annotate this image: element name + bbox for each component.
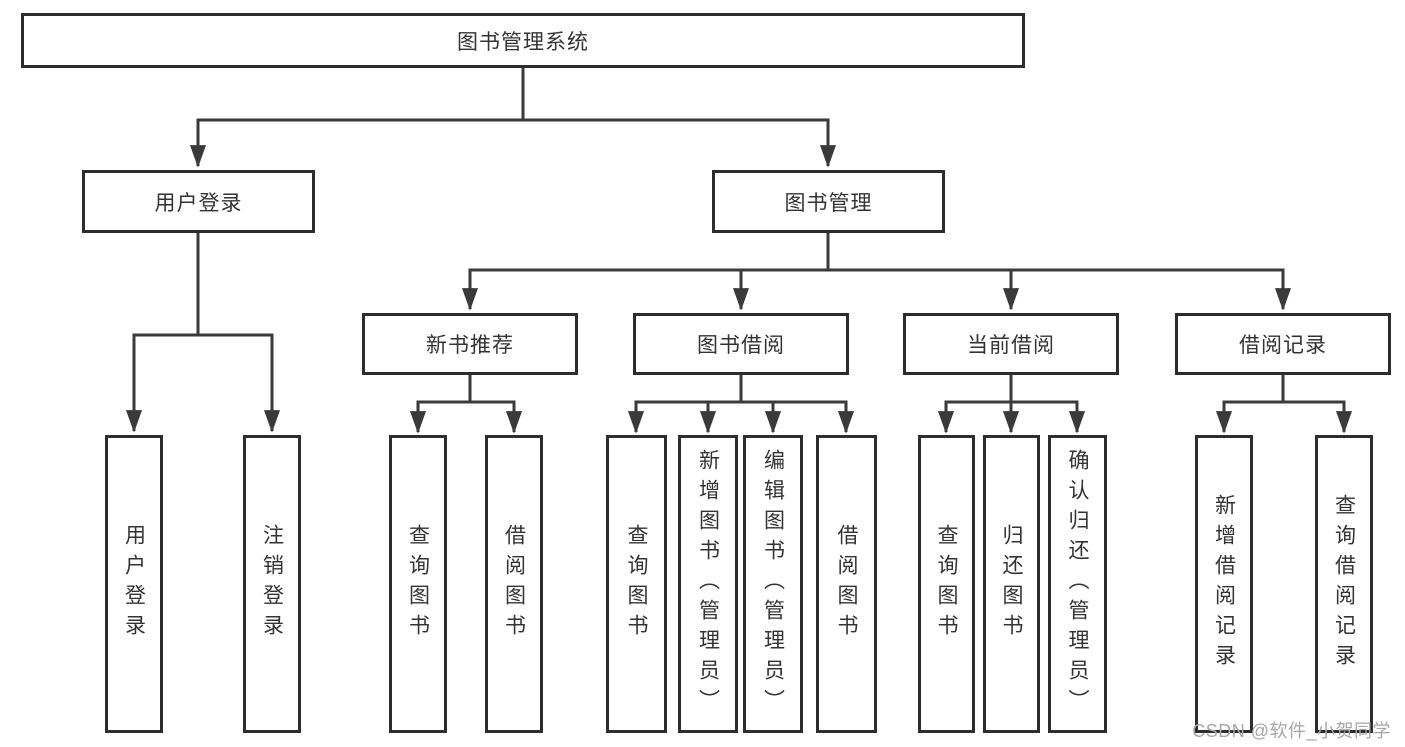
node-label: 归还图书 xyxy=(1000,524,1023,644)
node-label: 编辑图书（管理员） xyxy=(761,449,785,719)
node-label: 借阅图书 xyxy=(502,524,526,644)
node-label: 新增图书（管理员） xyxy=(696,449,720,719)
node-user-login: 用户登录 xyxy=(82,170,315,233)
leaf-current-return-books: 归还图书 xyxy=(983,435,1040,733)
leaf-record-query-borrow-record: 查询借阅记录 xyxy=(1315,435,1373,733)
leaf-borrow-borrow-books: 借阅图书 xyxy=(816,435,877,733)
node-label: 用户登录 xyxy=(122,524,146,644)
node-label: 图书借阅 xyxy=(697,334,785,357)
leaf-rec-query-books: 查询图书 xyxy=(389,435,447,733)
node-book-borrowing: 图书借阅 xyxy=(633,313,849,375)
leaf-current-confirm-return-admin: 确认归还（管理员） xyxy=(1048,435,1107,733)
node-new-book-recommendation: 新书推荐 xyxy=(362,313,578,375)
node-label: 注销登录 xyxy=(260,524,284,644)
node-label: 借阅图书 xyxy=(835,524,858,644)
node-label: 查询图书 xyxy=(406,524,430,644)
leaf-current-query-books: 查询图书 xyxy=(918,435,975,733)
node-label: 查询图书 xyxy=(935,524,958,644)
node-current-borrowing: 当前借阅 xyxy=(903,313,1119,375)
node-label: 新增借阅记录 xyxy=(1212,494,1236,674)
node-label: 图书管理系统 xyxy=(457,30,589,54)
leaf-record-add-borrow-record: 新增借阅记录 xyxy=(1195,435,1253,733)
node-label: 确认归还（管理员） xyxy=(1066,449,1089,719)
node-label: 图书管理 xyxy=(784,191,873,215)
leaf-borrow-query-books: 查询图书 xyxy=(606,435,667,733)
node-label: 查询图书 xyxy=(625,524,648,644)
node-label: 新书推荐 xyxy=(426,334,514,357)
node-library-management-system: 图书管理系统 xyxy=(21,13,1025,68)
node-label: 用户登录 xyxy=(154,191,243,215)
leaf-rec-borrow-books: 借阅图书 xyxy=(485,435,543,733)
leaf-borrow-edit-books-admin: 编辑图书（管理员） xyxy=(743,435,803,733)
node-borrowing-records: 借阅记录 xyxy=(1175,313,1391,375)
node-label: 查询借阅记录 xyxy=(1332,494,1356,674)
node-book-management: 图书管理 xyxy=(712,170,945,233)
csdn-watermark: CSDN @软件_小贺同学 xyxy=(1192,721,1391,741)
leaf-logout: 注销登录 xyxy=(243,435,301,733)
node-label: 当前借阅 xyxy=(967,334,1055,357)
leaf-borrow-add-books-admin: 新增图书（管理员） xyxy=(678,435,738,733)
leaf-user-login: 用户登录 xyxy=(105,435,163,733)
node-label: 借阅记录 xyxy=(1239,334,1327,357)
